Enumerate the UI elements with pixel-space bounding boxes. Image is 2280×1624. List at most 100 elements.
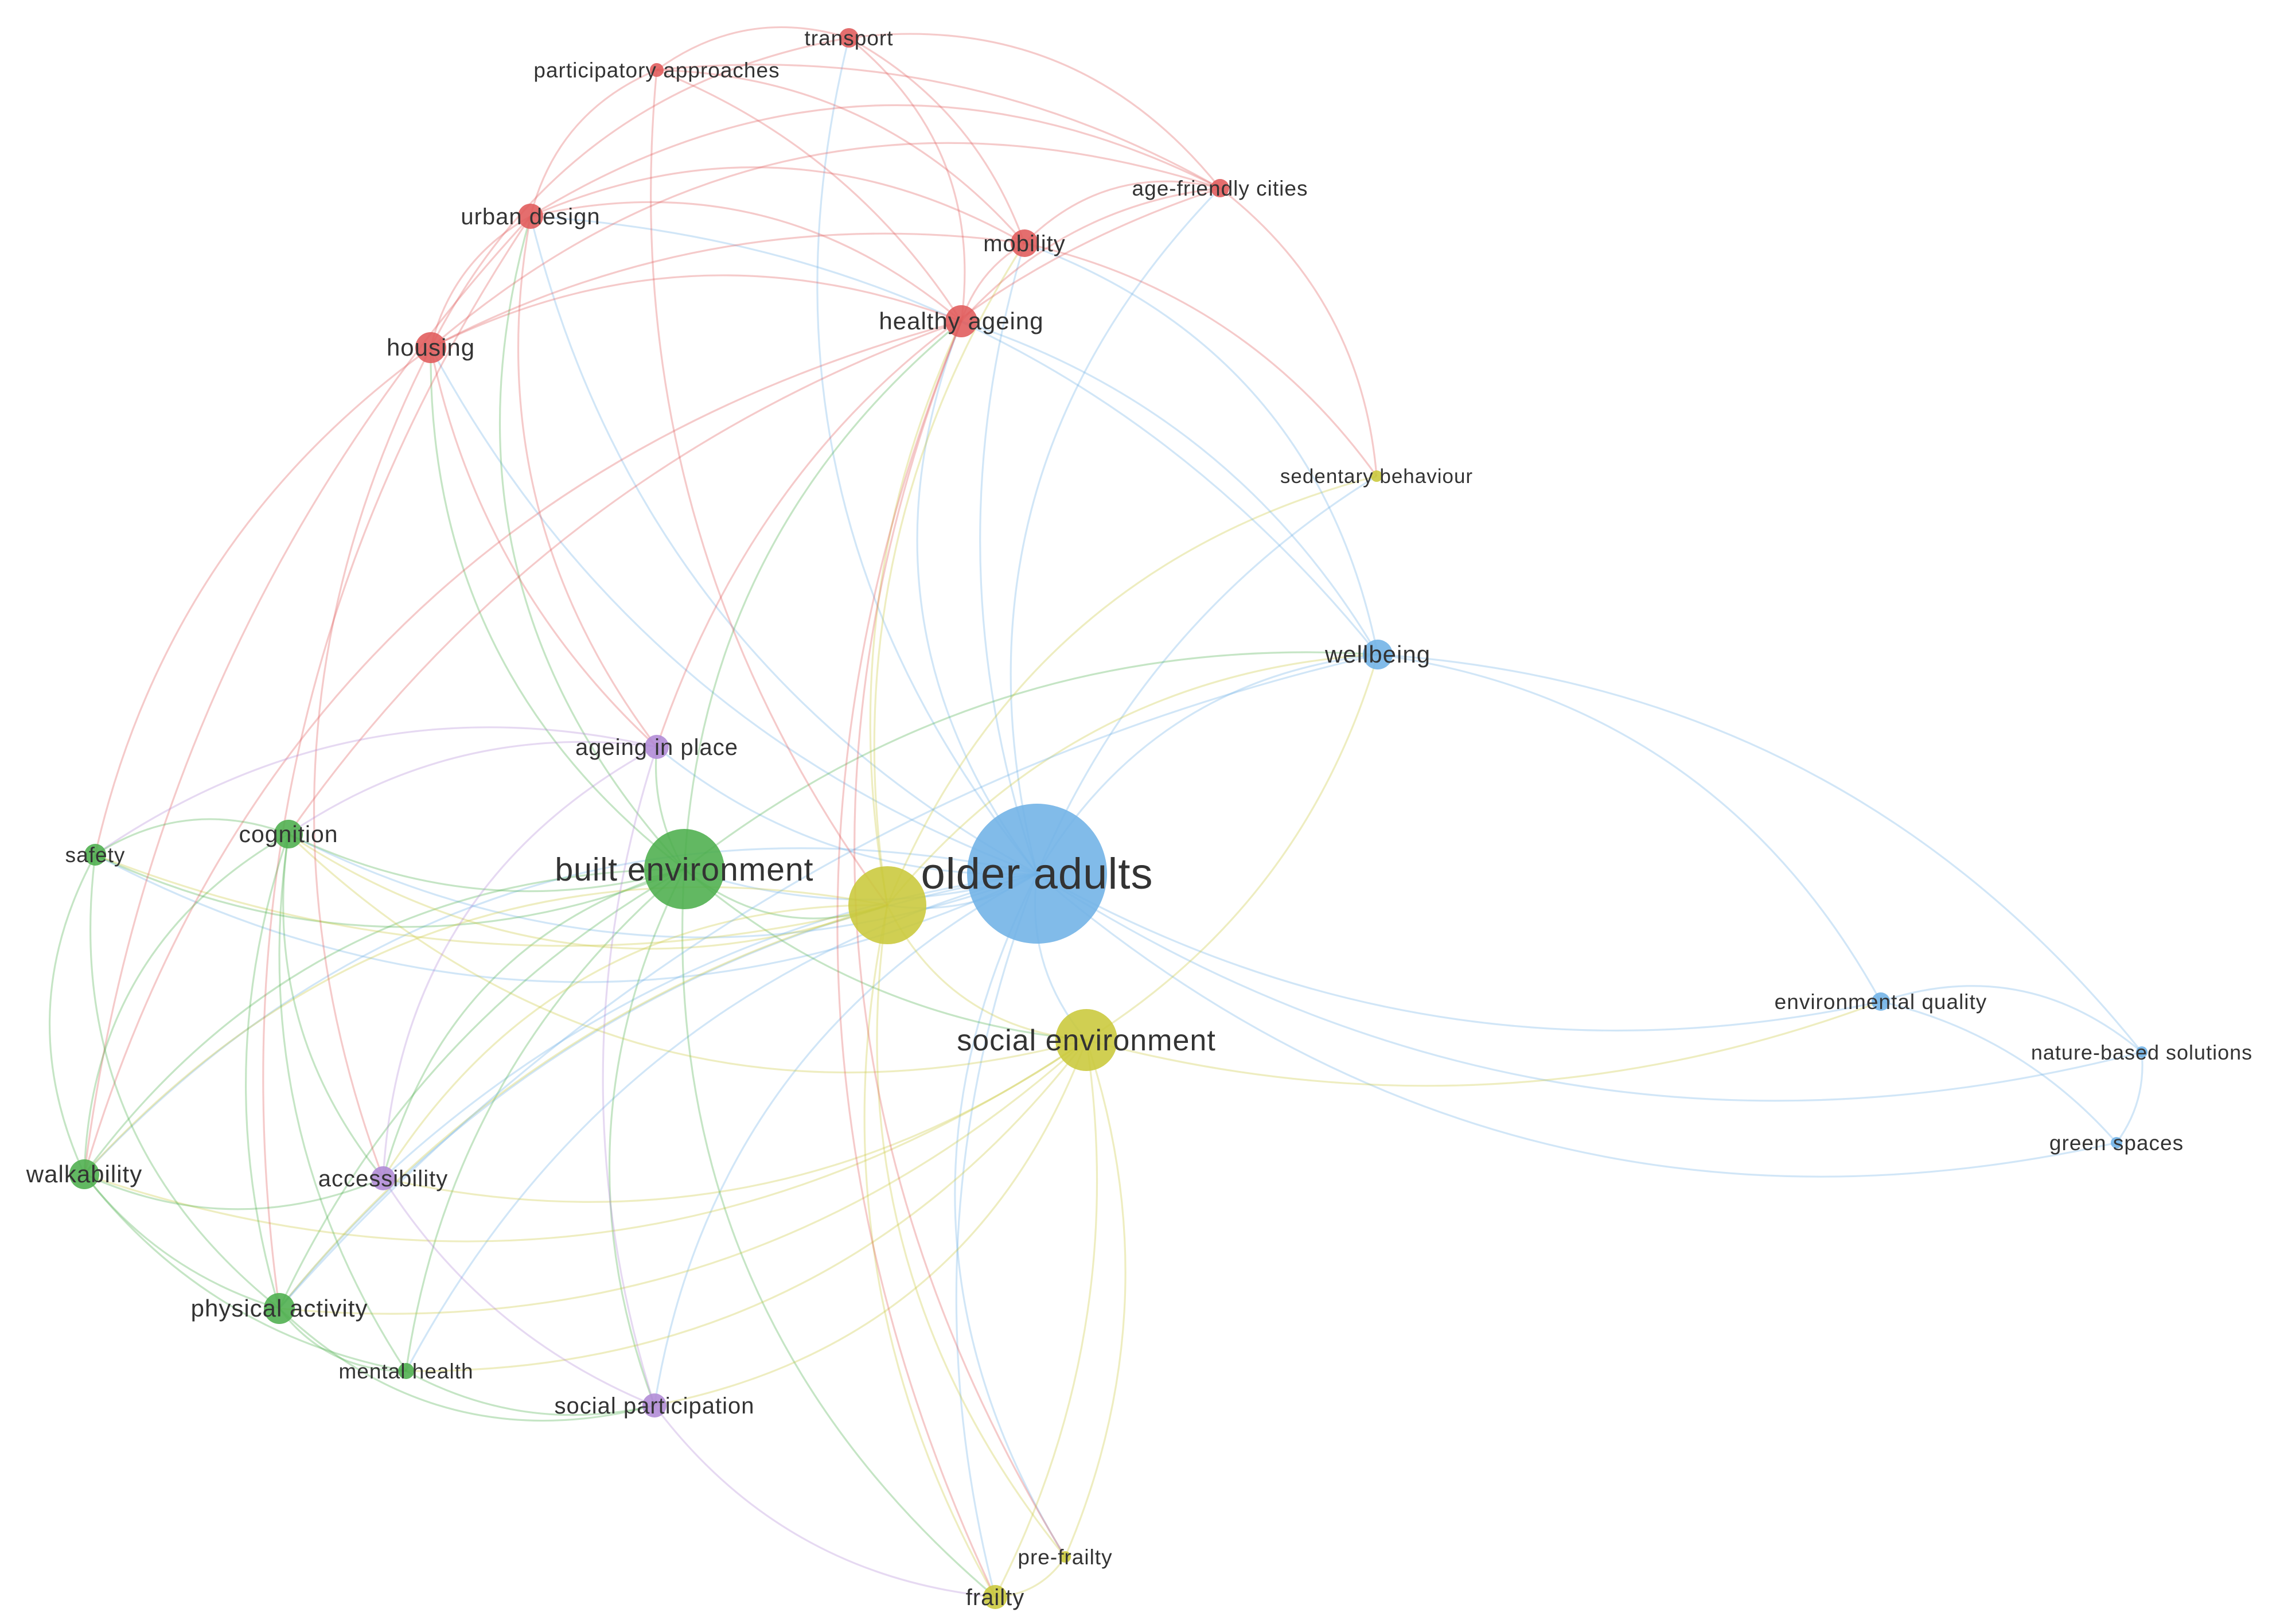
edge-older-adults-healthy-ageing (916, 321, 1038, 874)
edge-urban-design-physical-activity (262, 216, 532, 1309)
edge-older-adults-sedentary-behaviour (1036, 475, 1377, 874)
node-social-environment[interactable] (1055, 1009, 1117, 1071)
edge-built-environment-wellbeing (684, 651, 1378, 870)
label-transport: transport (804, 26, 893, 50)
edge-wellbeing-physical-activity (278, 653, 1378, 1310)
edge-built-environment-accessibility (382, 868, 685, 1179)
edge-walkability-mental-health (83, 1174, 407, 1372)
edge-social-environment-environmental-quality (1086, 1000, 1881, 1087)
node-green-spaces[interactable] (2111, 1137, 2122, 1148)
edge-built-env-hub-frailty (863, 905, 996, 1598)
label-social-environment: social environment (957, 1024, 1216, 1057)
edge-mobility-transport (848, 37, 1026, 244)
node-social-participation[interactable] (642, 1393, 667, 1417)
edge-built-environment-mental-health (405, 868, 685, 1372)
label-pre-frailty: pre-frailty (1018, 1545, 1112, 1569)
edge-mobility-age-friendly-cities (1023, 180, 1221, 244)
edge-cognition-walkability (83, 833, 289, 1175)
edge-older-adults-mental-health (405, 873, 1038, 1372)
node-frailty[interactable] (983, 1585, 1007, 1609)
edge-built-environment-safety (95, 854, 685, 928)
edge-mental-health-social-participation (406, 1370, 655, 1416)
edge-built-environment-social-participation (608, 869, 685, 1406)
node-cognition[interactable] (274, 820, 303, 848)
node-transport[interactable] (839, 28, 859, 48)
edge-participatory-approaches-age-friendly-cities (656, 64, 1221, 189)
node-urban-design[interactable] (518, 204, 543, 229)
node-walkability[interactable] (69, 1159, 99, 1189)
edge-wellbeing-mobility (1024, 242, 1379, 655)
edge-older-adults-physical-activity (278, 873, 1038, 1310)
node-pre-frailty[interactable] (1059, 1551, 1071, 1563)
edge-mobility-participatory-approaches (656, 69, 1026, 244)
node-healthy-ageing[interactable] (945, 305, 977, 337)
edge-healthy-ageing-transport (848, 37, 966, 322)
label-wellbeing: wellbeing (1324, 641, 1431, 668)
edge-housing-age-friendly-cities (430, 142, 1221, 349)
edge-safety-walkability (49, 854, 96, 1175)
edge-ageing-in-place-cognition (288, 741, 657, 835)
edge-layer (49, 26, 2143, 1598)
edge-healthy-ageing-urban-design (530, 201, 962, 322)
label-social-participation: social participation (554, 1393, 754, 1419)
node-ageing-in-place[interactable] (645, 735, 669, 759)
edge-participatory-approaches-built-env-hub (650, 69, 888, 906)
edge-older-adults-environmental-quality (1036, 873, 1881, 1032)
edge-cognition-mental-health (278, 834, 407, 1372)
edge-healthy-ageing-walkability (83, 320, 962, 1175)
edge-social-environment-physical-activity (279, 1039, 1088, 1315)
edge-older-adults-urban-design (529, 216, 1038, 875)
edge-social-environment-walkability (84, 1039, 1087, 1243)
edge-walkability-accessibility (84, 1173, 384, 1210)
edge-housing-safety (94, 346, 431, 855)
node-age-friendly-cities[interactable] (1211, 179, 1229, 197)
label-physical-activity: physical activity (191, 1295, 368, 1322)
edge-transport-participatory-approaches (656, 26, 849, 71)
node-environmental-quality[interactable] (1872, 992, 1890, 1011)
edge-housing-accessibility (313, 347, 432, 1179)
edge-built-env-hub-safety (95, 854, 888, 947)
label-participatory-approaches: participatory approaches (533, 59, 780, 82)
node-nature-based-solutions[interactable] (2136, 1046, 2148, 1058)
node-built-environment[interactable] (644, 829, 724, 909)
edge-older-adults-frailty (955, 873, 1038, 1598)
edge-ageing-in-place-social-participation (602, 746, 658, 1406)
edge-ageing-in-place-accessibility (382, 746, 657, 1179)
node-mobility[interactable] (1011, 229, 1038, 257)
node-physical-activity[interactable] (264, 1293, 295, 1324)
label-walkability: walkability (26, 1160, 142, 1187)
edge-age-friendly-cities-ageing-in-place (656, 187, 1221, 747)
edge-social-environment-frailty (994, 1039, 1098, 1598)
edge-wellbeing-environmental-quality (1377, 653, 1882, 1002)
label-safety: safety (65, 843, 126, 867)
label-older-adults: older adults (921, 850, 1153, 898)
label-cognition: cognition (239, 821, 338, 847)
edge-cognition-safety (95, 818, 289, 856)
edge-older-adults-pre-frailty (954, 873, 1066, 1557)
node-housing[interactable] (415, 332, 446, 363)
edge-older-adults-mobility (979, 243, 1038, 874)
node-mental-health[interactable] (398, 1363, 414, 1379)
edge-built-env-hub-walkability (83, 886, 888, 1175)
edge-urban-design-ageing-in-place (517, 216, 658, 747)
edge-wellbeing-urban-design (530, 215, 1379, 656)
label-mental-health: mental health (338, 1360, 473, 1383)
label-urban-design: urban design (461, 204, 600, 229)
edge-built-env-hub-physical-activity (278, 904, 888, 1310)
node-sedentary-behaviour[interactable] (1371, 470, 1382, 482)
edge-housing-transport (430, 37, 849, 348)
edge-built-env-hub-sedentary-behaviour (886, 475, 1377, 906)
edge-urban-design-age-friendly-cities (530, 104, 1221, 217)
edge-housing-ageing-in-place (430, 347, 658, 748)
node-built-env-hub[interactable] (848, 866, 926, 944)
edge-mobility-sedentary-behaviour (1024, 242, 1378, 477)
node-accessibility[interactable] (371, 1166, 395, 1190)
edge-healthy-ageing-frailty (836, 321, 996, 1598)
edge-older-adults-social-participation (653, 873, 1038, 1406)
node-participatory-approaches[interactable] (650, 63, 664, 77)
node-older-adults[interactable] (967, 804, 1107, 944)
edge-social-environment-accessibility (383, 1039, 1087, 1203)
node-wellbeing[interactable] (1363, 640, 1393, 669)
node-safety[interactable] (84, 844, 106, 866)
